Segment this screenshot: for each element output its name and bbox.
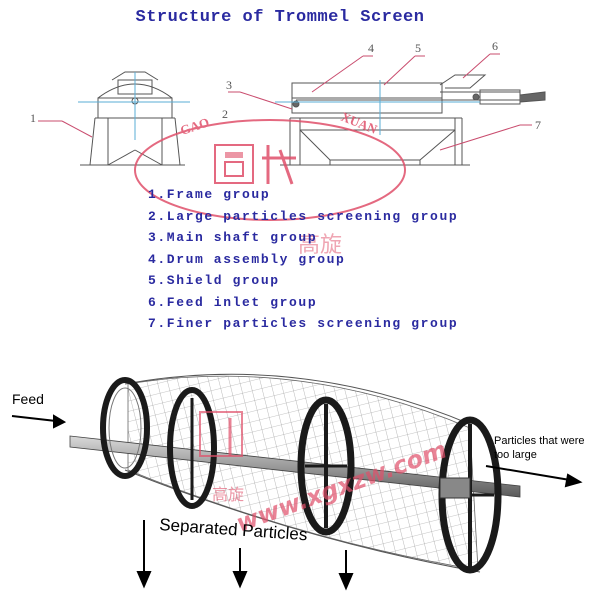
svg-text:高旋: 高旋 bbox=[298, 233, 342, 258]
parts-list: 1.Frame group 2.Large particles screenin… bbox=[148, 184, 458, 335]
page-title: Structure of Trommel Screen bbox=[135, 8, 425, 27]
feed-label: Feed bbox=[12, 391, 44, 407]
callout-7: 7 bbox=[535, 118, 541, 132]
callout-2: 2 bbox=[222, 107, 228, 121]
callout-numbers: 1 3 2 4 5 6 7 bbox=[30, 39, 541, 132]
oversize-label: Particles that were too large bbox=[494, 434, 584, 462]
svg-text:高旋: 高旋 bbox=[212, 485, 244, 504]
oversize-label-line2: too large bbox=[494, 449, 537, 461]
parts-list-item: 1.Frame group bbox=[148, 187, 271, 202]
parts-list-item: 2.Large particles screening group bbox=[148, 208, 459, 224]
parts-list-item: 3.Main shaft group bbox=[148, 230, 318, 245]
separated-arrow-3 bbox=[338, 550, 354, 591]
callout-5: 5 bbox=[415, 41, 421, 55]
callout-3: 3 bbox=[226, 78, 232, 92]
front-view-machine bbox=[78, 72, 546, 166]
main-shaft bbox=[69, 435, 521, 498]
parts-list-item: 5.Shield group bbox=[148, 273, 280, 288]
parts-list-item: 6.Feed inlet group bbox=[148, 294, 318, 310]
callout-4: 4 bbox=[368, 41, 374, 55]
parts-list-item: 4.Drum assembly group bbox=[148, 251, 346, 267]
separated-arrow-1 bbox=[136, 520, 152, 589]
shaft-hub bbox=[439, 477, 471, 499]
separated-arrow-2 bbox=[232, 548, 248, 589]
flow-arrows bbox=[11, 414, 583, 591]
callout-1: 1 bbox=[30, 111, 36, 125]
oversize-arrow bbox=[485, 465, 583, 488]
parts-list-item: 7.Finer particles screening group bbox=[148, 316, 459, 331]
oversize-label-line1: Particles that were bbox=[494, 435, 585, 447]
callout-leaders bbox=[38, 53, 532, 151]
callout-6: 6 bbox=[492, 39, 498, 53]
feed-arrow bbox=[11, 414, 67, 429]
